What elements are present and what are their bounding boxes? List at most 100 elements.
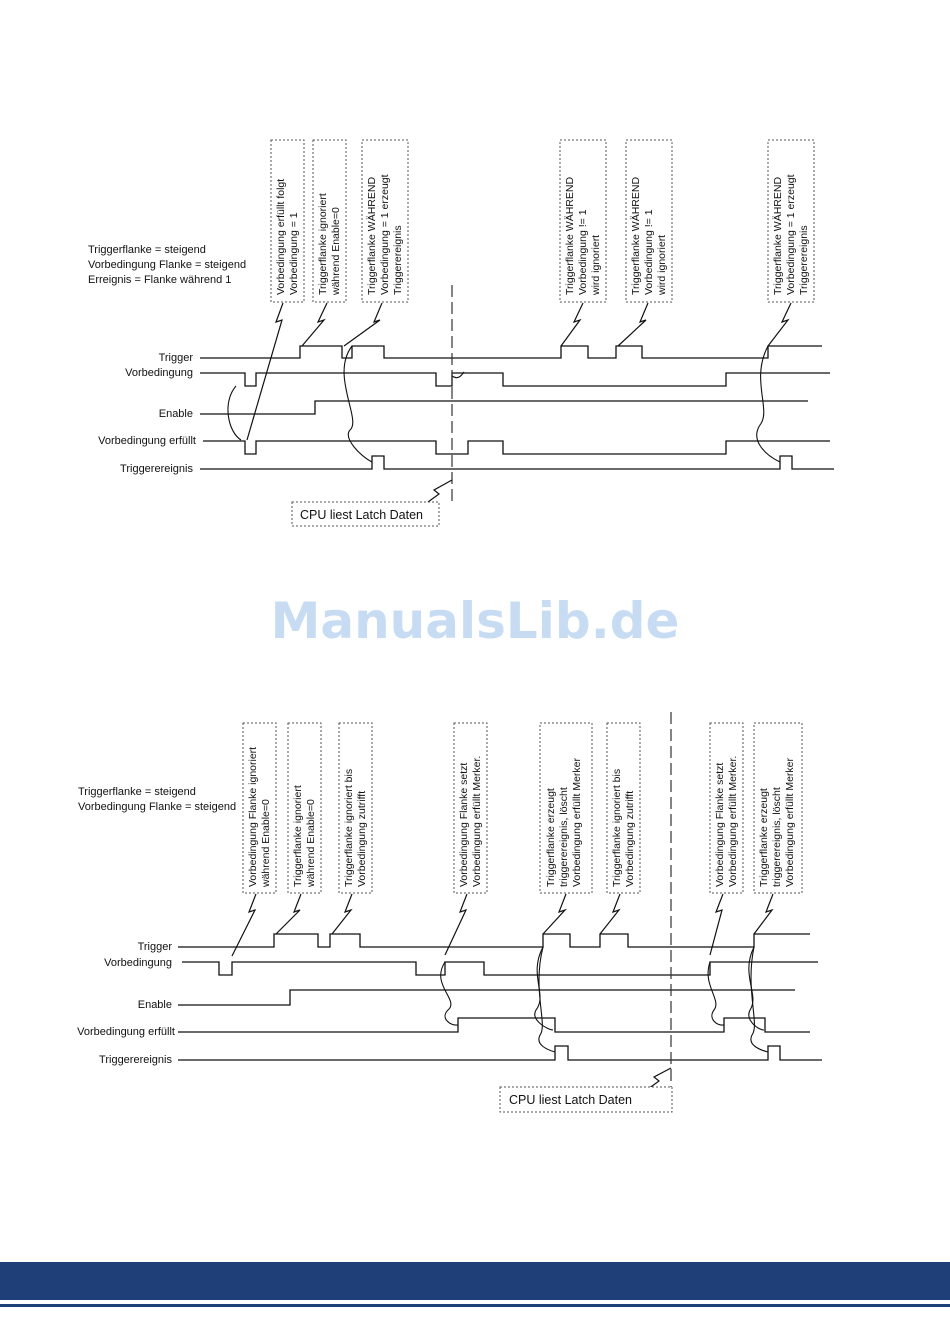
d2-wave-enable bbox=[178, 989, 795, 1006]
d2-wave-vorbedingung bbox=[182, 961, 818, 976]
d2-legend-line-1: Triggerflanke = steigend bbox=[78, 786, 196, 798]
d1-legend-line-3: Erreignis = Flanke während 1 bbox=[88, 274, 231, 286]
d1-note-4-line-3: wird ignoriert bbox=[590, 235, 602, 296]
d2-pointer-5 bbox=[542, 893, 568, 935]
d2-note-box-3 bbox=[338, 722, 373, 894]
d1-wave-enable bbox=[200, 400, 808, 415]
d1-note-box-1 bbox=[270, 139, 305, 303]
d2-pointer-7 bbox=[709, 893, 724, 956]
d1-note-3-line-3: Triggerereignis bbox=[392, 225, 404, 295]
d1-note-2-line-1: Triggerflanke ignoriert bbox=[317, 193, 329, 295]
d2-cpu-pointer bbox=[647, 1067, 672, 1090]
d2-arrow-5 bbox=[748, 946, 765, 1031]
d2-note-7-line-2: Vorbedingung erfüllt Merker. bbox=[727, 756, 739, 887]
d1-note-6-line-2: Vorbedingung = 1 erzeugt bbox=[785, 174, 797, 295]
d1-legend-line-2: Vorbedingung Flanke = steigend bbox=[88, 259, 246, 271]
d2-note-box-8 bbox=[753, 722, 803, 894]
d1-note-6-line-1: Triggerflanke WÄHREND bbox=[772, 177, 784, 295]
d2-wave-vorbedingung-erfuellt bbox=[178, 1017, 810, 1033]
d2-signal-label-trigger: Trigger bbox=[138, 941, 173, 953]
d2-arrow-1 bbox=[440, 961, 459, 1026]
d1-legend-line-1: Triggerflanke = steigend bbox=[88, 244, 206, 256]
d2-arrow-4 bbox=[707, 961, 725, 1026]
d2-note-8-line-3: Vorbedingung erfüllt Merker bbox=[784, 758, 796, 887]
d1-cpu-box bbox=[291, 501, 440, 527]
d1-cpu-label: CPU liest Latch Daten bbox=[300, 508, 423, 522]
d2-note-4-line-1: Vorbedingung Flanke setzt bbox=[458, 763, 470, 887]
d2-note-box-6 bbox=[606, 722, 641, 894]
d2-note-1-line-2: während Enable=0 bbox=[260, 799, 272, 888]
diagram-2: Triggerflanke = steigend Vorbedingung Fl… bbox=[77, 712, 822, 1113]
d2-note-box-4 bbox=[453, 722, 488, 894]
d1-note-1-line-2: Vorbedingung = 1 bbox=[288, 212, 300, 295]
d2-note-8-line-2: triggerereignis, löscht bbox=[771, 787, 783, 887]
d2-note-5-line-2: triggerereignis, löscht bbox=[558, 787, 570, 887]
watermark: ManualsLib.de bbox=[271, 592, 680, 650]
d2-signal-label-enable: Enable bbox=[138, 999, 172, 1011]
d1-note-box-2 bbox=[312, 139, 347, 303]
d2-pointer-3 bbox=[331, 893, 353, 935]
footer-bar bbox=[0, 1262, 950, 1300]
d1-signal-label-trigger: Trigger bbox=[159, 352, 194, 364]
d2-pointer-6 bbox=[599, 893, 621, 935]
d1-wave-vorbedingung bbox=[200, 372, 830, 387]
d1-signal-label-enable: Enable bbox=[159, 408, 193, 420]
d2-note-5-line-1: Triggerflanke erzeugt bbox=[545, 788, 557, 887]
d1-arrow-2 bbox=[343, 345, 373, 463]
d2-note-4-line-2: Vorbedingung erfüllt Merker. bbox=[471, 756, 483, 887]
footer-line bbox=[0, 1304, 950, 1307]
d2-note-box-1 bbox=[242, 722, 277, 894]
d2-pointer-4 bbox=[444, 893, 468, 956]
d1-pointer-1 bbox=[246, 302, 284, 441]
d1-note-6-line-3: Triggerereignis bbox=[798, 225, 810, 295]
d1-arrow-3 bbox=[756, 345, 781, 463]
d1-signal-label-vorbedingung-erfuellt: Vorbedingung erfüllt bbox=[98, 435, 196, 447]
d1-note-1-line-1: Vorbedingung erfüllt folgt bbox=[275, 179, 287, 295]
d2-note-box-5 bbox=[539, 722, 593, 894]
d2-legend-line-2: Vorbedingung Flanke = steigend bbox=[78, 801, 236, 813]
d1-note-box-3 bbox=[361, 139, 409, 303]
d1-note-3-line-1: Triggerflanke WÄHREND bbox=[366, 177, 378, 295]
d2-note-5-line-3: Vorbedingung erfüllt Merker bbox=[571, 758, 583, 887]
d1-cpu-pointer bbox=[427, 479, 453, 503]
d2-note-6-line-1: Triggerflanke ignoriert bis bbox=[611, 769, 623, 887]
d1-pointer-2 bbox=[301, 302, 328, 347]
d1-arrow-4 bbox=[451, 371, 465, 379]
d1-note-5-line-1: Triggerflanke WÄHREND bbox=[630, 177, 642, 295]
d1-wave-vorbedingung-erfuellt bbox=[203, 440, 830, 455]
d1-arrow-1 bbox=[227, 385, 242, 441]
d1-note-5-line-2: Vorbedingung != 1 bbox=[643, 209, 655, 295]
d2-note-box-7 bbox=[709, 722, 744, 894]
d1-note-5-line-3: wird ignoriert bbox=[656, 235, 668, 296]
d1-signal-label-triggerereignis: Triggerereignis bbox=[120, 463, 193, 475]
d1-note-box-4 bbox=[559, 139, 607, 303]
d2-arrow-2 bbox=[534, 946, 554, 1031]
d2-note-7-line-1: Vorbedingung Flanke setzt bbox=[714, 763, 726, 887]
d1-note-box-6 bbox=[767, 139, 815, 303]
d2-note-1-line-1: Vorbedingung Flanke ignoriert bbox=[247, 747, 259, 887]
d2-note-box-2 bbox=[287, 722, 322, 894]
d1-note-4-line-1: Triggerflanke WÄHREND bbox=[564, 177, 576, 295]
d1-wave-trigger bbox=[200, 345, 822, 359]
d2-pointer-2 bbox=[275, 893, 302, 935]
d2-signal-label-vorbedingung-erfuellt: Vorbedingung erfüllt bbox=[77, 1026, 175, 1038]
d1-note-3-line-2: Vorbedingung = 1 erzeugt bbox=[379, 174, 391, 295]
d1-note-2-line-2: während Enable=0 bbox=[330, 207, 342, 296]
d2-note-3-line-2: Vorbedingung zutrifft bbox=[356, 791, 368, 887]
d1-wave-triggerereignis bbox=[200, 455, 834, 470]
d1-pointer-3 bbox=[343, 302, 383, 347]
d1-pointer-6 bbox=[767, 302, 792, 347]
d1-signal-label-vorbedingung: Vorbedingung bbox=[125, 367, 193, 379]
d1-note-4-line-2: Vorbedingung != 1 bbox=[577, 209, 589, 295]
d2-signal-label-vorbedingung: Vorbedingung bbox=[104, 957, 172, 969]
d2-arrow-6 bbox=[750, 946, 769, 1053]
d1-pointer-4 bbox=[560, 302, 584, 347]
d2-note-2-line-2: während Enable=0 bbox=[305, 799, 317, 888]
d2-note-6-line-2: Vorbedingung zutrifft bbox=[624, 791, 636, 887]
d2-note-3-line-1: Triggerflanke ignoriert bis bbox=[343, 769, 355, 887]
d1-note-box-5 bbox=[625, 139, 673, 303]
d2-cpu-box bbox=[499, 1086, 673, 1113]
d2-note-8-line-1: Triggerflanke erzeugt bbox=[758, 788, 770, 887]
d2-cpu-label: CPU liest Latch Daten bbox=[509, 1093, 632, 1107]
